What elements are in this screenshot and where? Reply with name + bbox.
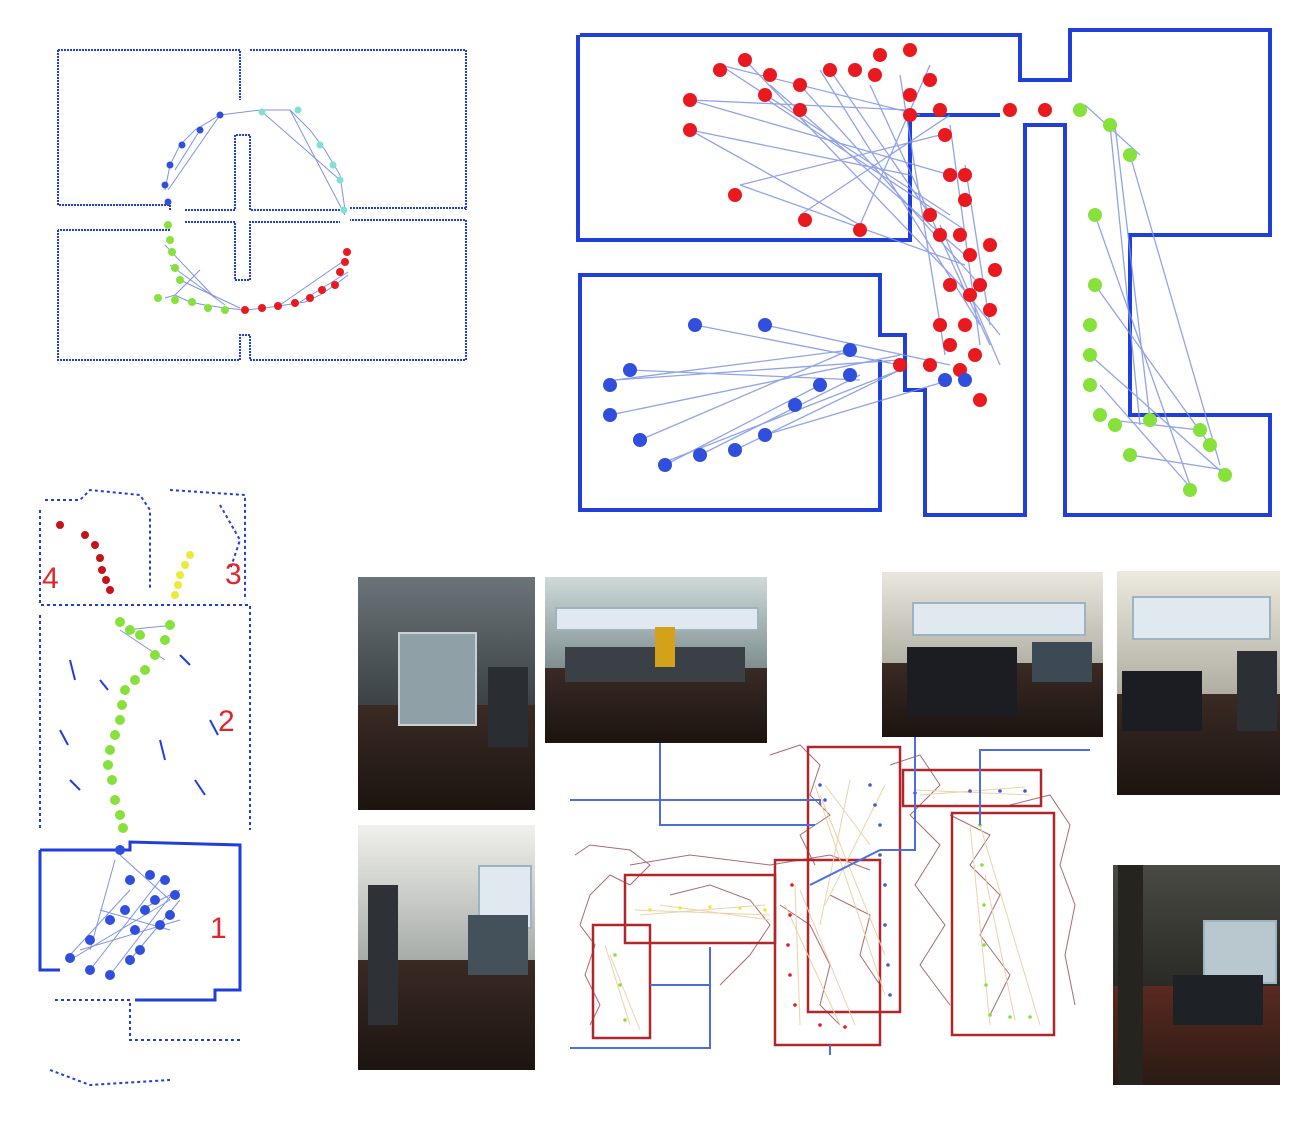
cluster-green-nodes <box>154 221 229 314</box>
cluster-dark-red-nodes <box>56 521 114 594</box>
cluster-red-nodes <box>786 883 847 1029</box>
cluster-red-nodes <box>683 43 1052 407</box>
cluster-green-nodes <box>1073 103 1232 497</box>
cluster-green-nodes <box>103 617 175 833</box>
photo-glass-door <box>358 577 535 810</box>
region-label-4: 4 <box>42 562 59 595</box>
region-label-2: 2 <box>218 705 235 738</box>
photo-office-windows-desks <box>882 572 1103 737</box>
cluster-red-nodes <box>241 248 351 314</box>
photo-office-workstations <box>545 577 767 743</box>
map-panel-tall <box>38 488 251 1087</box>
region-label-1: 1 <box>210 912 227 945</box>
photo-office-right-desks <box>1117 571 1280 795</box>
map-panel-boxes <box>570 725 1090 1055</box>
photo-dark-office-corner <box>1113 865 1280 1085</box>
cluster-yellow-nodes <box>648 905 767 912</box>
map-panel-circle <box>57 49 467 361</box>
cluster-cyan-nodes <box>258 106 348 214</box>
cluster-blue-nodes <box>65 845 180 980</box>
cluster-yellow-nodes <box>171 551 194 599</box>
cluster-blue-nodes <box>603 318 972 472</box>
cluster-blue-nodes <box>161 111 224 206</box>
region-label-3: 3 <box>225 558 242 591</box>
cluster-green-nodes <box>613 823 1032 1022</box>
photo-storage-room <box>358 825 535 1070</box>
map-panel-dense <box>576 28 1272 517</box>
